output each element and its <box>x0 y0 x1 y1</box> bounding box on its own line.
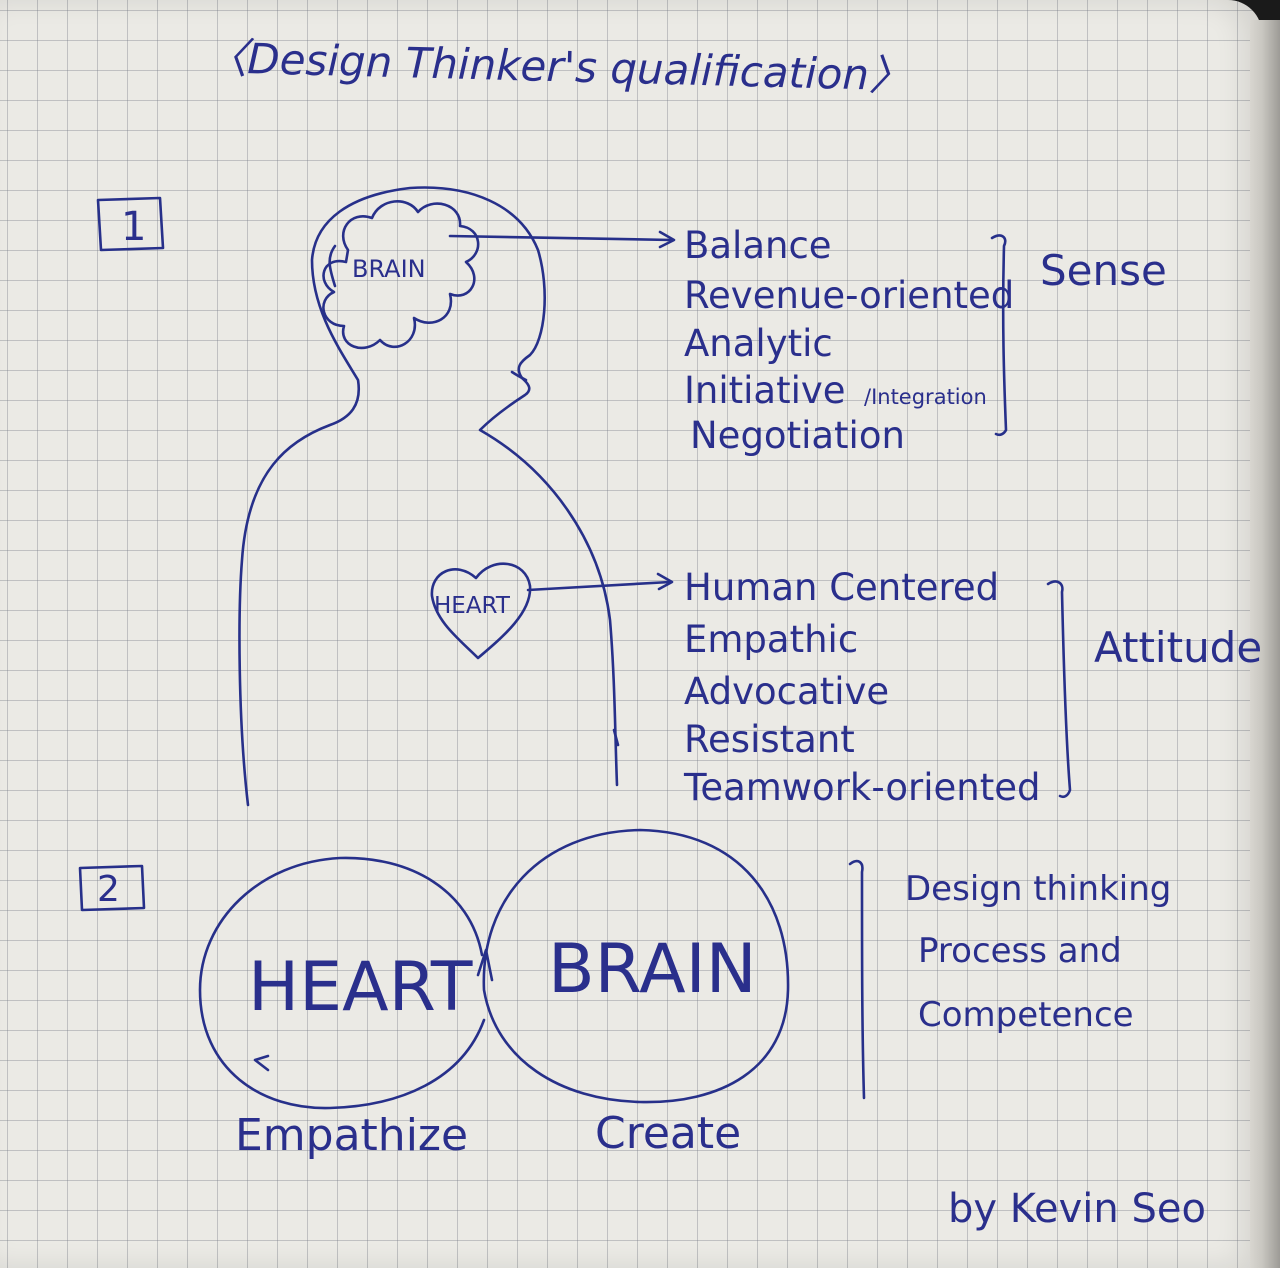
heart-label: HEART <box>434 593 511 619</box>
sketch-title: 〈Design Thinker's qualification〉 <box>205 33 912 100</box>
attitude-bracket <box>1046 580 1072 799</box>
process-label-line: Process and <box>918 931 1122 971</box>
notebook-edge <box>1250 20 1280 1268</box>
sense-item: Analytic <box>684 322 833 365</box>
sense-item: Initiative <box>684 369 846 412</box>
brain-circle-label: BRAIN <box>548 930 757 1009</box>
sense-group-label: Sense <box>1040 246 1167 295</box>
attitude-list: Human Centered Empathic Advocative Resis… <box>683 566 1040 809</box>
process-bracket <box>848 859 866 1100</box>
attitude-item: Empathic <box>684 618 858 661</box>
marker-number: 1 <box>121 204 146 250</box>
heart-caption: Empathize <box>235 1110 468 1161</box>
heart-icon <box>430 562 532 660</box>
process-label-line: Competence <box>918 995 1134 1035</box>
marker-number: 2 <box>97 869 120 910</box>
process-label-line: Design thinking <box>905 869 1171 909</box>
brain-label: BRAIN <box>352 255 426 283</box>
heart-circle-arrow <box>253 1054 270 1072</box>
chin-line <box>510 370 528 382</box>
heart-arrow-head <box>656 572 674 591</box>
sense-list: Balance Revenue-oriented Analytic Initia… <box>684 224 1014 457</box>
brain-circle-arrow <box>476 948 494 982</box>
brain-arrow-head <box>658 230 676 249</box>
sense-bracket <box>990 234 1008 437</box>
attitude-item: Teamwork-oriented <box>683 766 1040 809</box>
brain-arrow <box>448 234 674 242</box>
marker-box <box>78 864 146 912</box>
sense-item-suffix: /Integration <box>864 385 987 409</box>
heart-circle <box>198 856 486 1110</box>
attitude-group-label: Attitude <box>1094 623 1262 672</box>
marker-box <box>96 196 165 252</box>
brain-caption: Create <box>595 1108 741 1159</box>
attitude-item: Advocative <box>684 670 889 713</box>
human-silhouette <box>238 186 619 807</box>
heart-arrow <box>526 580 672 592</box>
brain-swirl <box>328 244 337 288</box>
section-2-marker: 2 <box>78 864 146 912</box>
sense-item: Revenue-oriented <box>684 274 1014 317</box>
sense-item: Balance <box>684 224 832 267</box>
signature: by Kevin Seo <box>948 1186 1206 1232</box>
brain-cloud-icon <box>322 200 480 350</box>
sense-item: Negotiation <box>690 414 905 457</box>
attitude-item: Human Centered <box>684 566 999 609</box>
arm-tick <box>612 728 620 747</box>
heart-circle-label: HEART <box>248 948 473 1027</box>
section-1-marker: 1 <box>96 196 165 252</box>
attitude-item: Resistant <box>684 718 855 761</box>
process-group-label: Design thinking Process and Competence <box>905 869 1171 1035</box>
brain-circle <box>482 828 790 1104</box>
